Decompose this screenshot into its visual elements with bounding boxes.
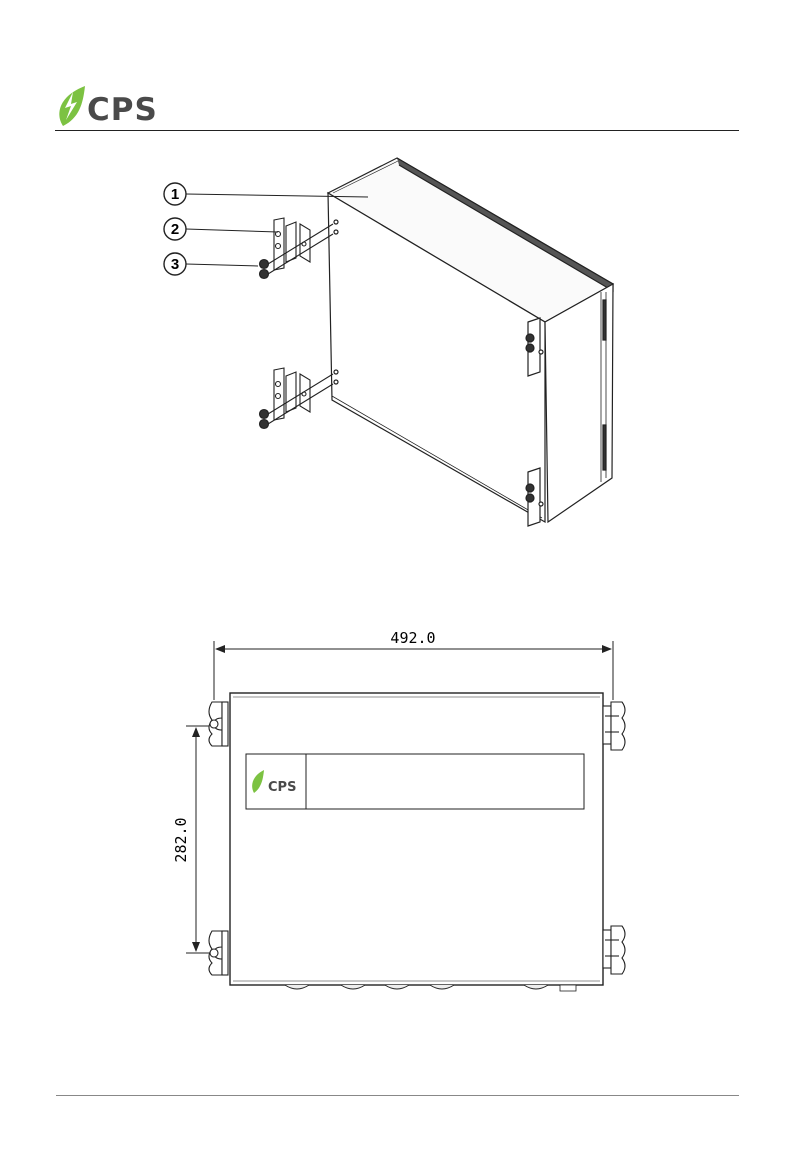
callout-3: 3 bbox=[164, 253, 258, 275]
right-upper-bracket bbox=[526, 318, 543, 376]
front-right-upper-bracket bbox=[603, 702, 625, 750]
svg-text:2: 2 bbox=[171, 221, 179, 238]
front-left-lower-bracket bbox=[209, 931, 228, 975]
exploded-upper-bracket bbox=[260, 218, 334, 279]
front-view-enclosure bbox=[230, 693, 603, 991]
width-dimension-label: 492.0 bbox=[390, 629, 435, 647]
exploded-lower-bracket bbox=[260, 368, 334, 429]
isometric-enclosure bbox=[328, 158, 613, 526]
front-left-upper-bracket bbox=[209, 702, 228, 746]
height-dimension-label: 282.0 bbox=[172, 817, 190, 862]
svg-text:1: 1 bbox=[171, 186, 179, 203]
svg-text:3: 3 bbox=[171, 256, 179, 273]
footer-divider bbox=[56, 1095, 739, 1096]
width-dimension bbox=[214, 641, 613, 700]
callout-2: 2 bbox=[164, 218, 278, 240]
front-right-lower-bracket bbox=[603, 926, 625, 974]
label-plate-logo-text: CPS bbox=[268, 780, 296, 795]
right-lower-bracket bbox=[526, 468, 543, 526]
